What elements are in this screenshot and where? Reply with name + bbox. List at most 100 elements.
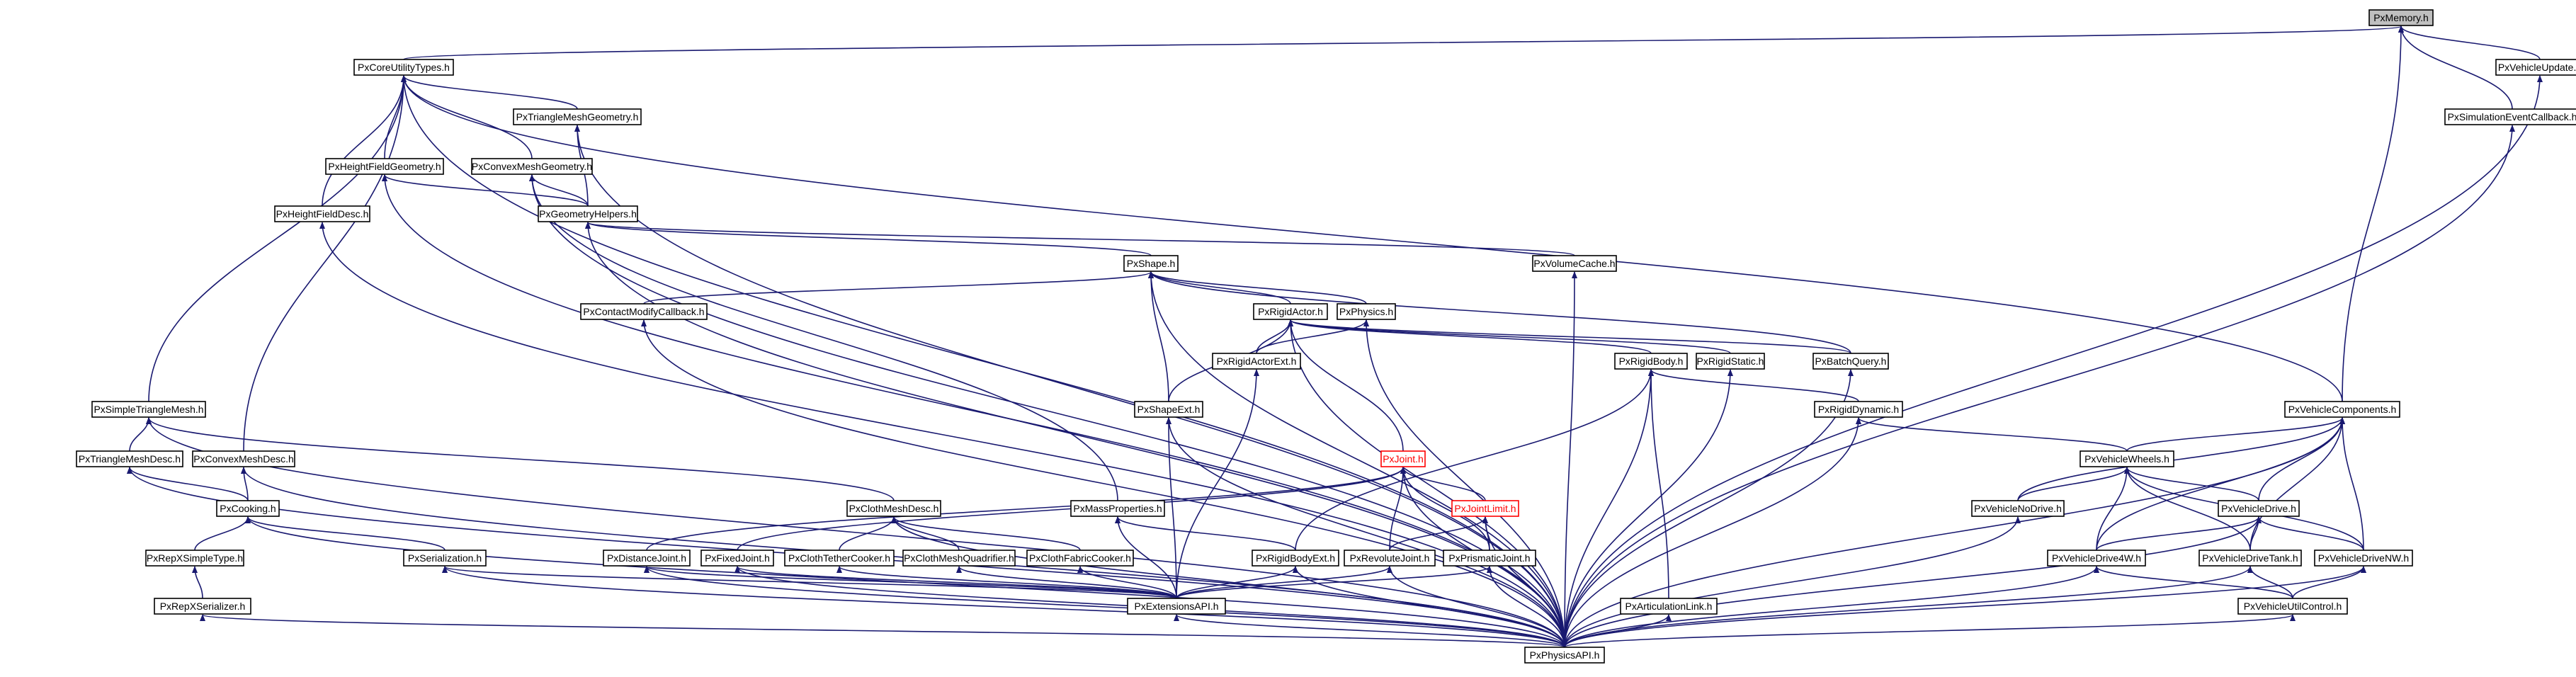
edge-PxRigidBodyExt-to-PxMassProperties [1115,516,1296,551]
node-PxConvexMeshDesc[interactable]: PxConvexMeshDesc.h [192,450,295,467]
edge-PxPhysicsAPI-to-PxClothMeshDesc [891,516,1565,648]
node-PxVehicleDriveNW[interactable]: PxVehicleDriveNW.h [2314,550,2413,567]
edge-PxVolumeCache-to-PxGeometryHelpers [585,222,1575,256]
node-PxFixedJoint[interactable]: PxFixedJoint.h [700,550,774,567]
node-PxRigidStatic[interactable]: PxRigidStatic.h [1696,353,1765,370]
node-PxArticulationLink[interactable]: PxArticulationLink.h [1620,598,1718,615]
node-PxJointLimit[interactable]: PxJointLimit.h [1451,500,1519,517]
node-PxTriangleMeshGeometry[interactable]: PxTriangleMeshGeometry.h [513,108,642,125]
node-PxCooking[interactable]: PxCooking.h [216,500,280,517]
node-label: PxPrismaticJoint.h [1448,552,1530,564]
node-PxMemory[interactable]: PxMemory.h [2368,9,2434,26]
node-PxGeometryHelpers[interactable]: PxGeometryHelpers.h [538,205,638,222]
node-PxShapeExt[interactable]: PxShapeExt.h [1134,401,1203,418]
edge-PxClothTetherCooker-to-PxClothMeshDesc [839,516,897,551]
node-box [902,550,1016,567]
edge-PxExtensionsAPI-to-PxFixedJoint [734,566,1177,599]
node-label: PxSerialization.h [408,552,482,564]
edge-PxPhysicsAPI-to-PxPrismaticJoint [1487,566,1565,648]
node-PxRigidBody[interactable]: PxRigidBody.h [1614,353,1688,370]
edge-PxExtensionsAPI-to-PxRevoluteJoint [1176,566,1392,599]
edge-PxSerialization-to-PxCooking [245,516,446,551]
node-PxPrismaticJoint[interactable]: PxPrismaticJoint.h [1443,550,1536,567]
node-PxRevoluteJoint[interactable]: PxRevoluteJoint.h [1344,550,1436,567]
node-PxRepXSimpleType[interactable]: PxRepXSimpleType.h [145,550,244,567]
node-label: PxRigidActorExt.h [1217,355,1297,367]
node-label: PxHeightFieldDesc.h [276,208,369,220]
edge-PxTriangleMeshGeometry-to-PxCoreUtilityTypes [401,75,578,110]
node-PxDistanceJoint[interactable]: PxDistanceJoint.h [603,550,691,567]
node-PxBatchQuery[interactable]: PxBatchQuery.h [1812,353,1889,370]
node-PxTriangleMeshDesc[interactable]: PxTriangleMeshDesc.h [76,450,183,467]
node-PxClothFabricCooker[interactable]: PxClothFabricCooker.h [1026,550,1134,567]
node-label: PxVolumeCache.h [1533,258,1615,269]
node-label: PxRigidActor.h [1258,306,1323,317]
node-box [145,550,244,567]
node-label: PxVehicleDriveNW.h [2318,552,2409,564]
edge-PxPhysicsAPI-to-PxDistanceJoint [644,566,1565,648]
node-box [91,401,206,418]
node-PxPhysics[interactable]: PxPhysics.h [1337,303,1396,320]
edge-PxTriangleMeshDesc-to-PxSimpleTriangleMesh [129,417,152,452]
edge-PxRigidActorExt-to-PxPhysics [1256,319,1369,354]
edge-PxVehicleWheels-to-PxRigidDynamic [1856,417,2128,452]
edge-PxRigidActor-to-PxShape [1148,271,1291,305]
node-PxConvexMeshGeometry[interactable]: PxConvexMeshGeometry.h [471,158,593,175]
node-PxSimulationEventCallback[interactable]: PxSimulationEventCallback.h [2444,108,2576,125]
node-label: PxVehicleWheels.h [2084,453,2169,465]
node-PxSimpleTriangleMesh[interactable]: PxSimpleTriangleMesh.h [91,401,206,418]
node-label: PxShapeExt.h [1137,404,1201,415]
node-PxShape[interactable]: PxShape.h [1123,255,1179,272]
node-PxVehicleUpdate[interactable]: PxVehicleUpdate.h [2495,59,2576,76]
node-label: PxRigidBodyExt.h [1256,552,1335,564]
node-PxRigidBodyExt[interactable]: PxRigidBodyExt.h [1252,550,1339,567]
node-box [1026,550,1134,567]
edge-PxPhysicsAPI-to-PxSimulationEventCallback [1564,125,2515,648]
node-label: PxTriangleMeshGeometry.h [516,111,639,123]
node-PxVolumeCache[interactable]: PxVolumeCache.h [1532,255,1617,272]
node-PxVehicleDrive4W[interactable]: PxVehicleDrive4W.h [2047,550,2146,567]
edge-PxPhysicsAPI-to-PxVehicleNoDrive [1564,516,2021,648]
node-PxVehicleUtilControl[interactable]: PxVehicleUtilControl.h [2237,598,2348,615]
edge-PxPhysics-to-PxShape [1148,271,1367,305]
node-PxVehicleNoDrive[interactable]: PxVehicleNoDrive.h [1971,500,2065,517]
edge-PxPhysicsAPI-to-PxArticulationLink [1564,614,1672,648]
node-PxCoreUtilityTypes[interactable]: PxCoreUtilityTypes.h [353,59,454,76]
node-PxClothMeshQuadrifier[interactable]: PxClothMeshQuadrifier.h [902,550,1016,567]
node-PxHeightFieldDesc[interactable]: PxHeightFieldDesc.h [274,205,370,222]
edge-PxJoint-to-PxRigidActor [1288,319,1404,452]
node-PxVehicleComponents[interactable]: PxVehicleComponents.h [2284,401,2400,418]
node-PxVehicleDriveTank[interactable]: PxVehicleDriveTank.h [2198,550,2302,567]
node-PxExtensionsAPI[interactable]: PxExtensionsAPI.h [1127,598,1226,615]
node-PxSerialization[interactable]: PxSerialization.h [403,550,487,567]
node-PxVehicleWheels[interactable]: PxVehicleWheels.h [2079,450,2174,467]
node-PxJoint[interactable]: PxJoint.h [1380,450,1426,467]
edge-PxVehicleDrive-to-PxVehicleWheels [2124,467,2259,501]
node-PxRigidActorExt[interactable]: PxRigidActorExt.h [1212,353,1301,370]
edge-PxExtensionsAPI-to-PxClothTetherCooker [836,566,1177,599]
node-box [2444,108,2576,125]
node-PxMassProperties[interactable]: PxMassProperties.h [1070,500,1165,517]
node-PxContactModifyCallback[interactable]: PxContactModifyCallback.h [580,303,708,320]
node-PxRigidDynamic[interactable]: PxRigidDynamic.h [1814,401,1903,418]
node-label: PxSimulationEventCallback.h [2448,111,2576,123]
node-label: PxBatchQuery.h [1815,355,1887,367]
node-PxRigidActor[interactable]: PxRigidActor.h [1253,303,1328,320]
node-PxVehicleDrive[interactable]: PxVehicleDrive.h [2218,500,2300,517]
node-PxHeightFieldGeometry[interactable]: PxHeightFieldGeometry.h [325,158,444,175]
edge-PxJointLimit-to-PxJoint [1400,467,1486,501]
node-PxPhysicsAPI[interactable]: PxPhysicsAPI.h [1524,647,1605,664]
node-PxClothTetherCooker[interactable]: PxClothTetherCooker.h [784,550,895,567]
node-box [1620,598,1718,615]
edge-PxRigidDynamic-to-PxRigidBody [1648,369,1859,402]
edge-PxPhysicsAPI-to-PxVehicleDrive4W [1564,566,2099,648]
edge-PxBatchQuery-to-PxRigidActor [1288,319,1851,354]
edge-PxPhysicsAPI-to-PxRevoluteJoint [1387,566,1565,648]
node-PxRepXSerializer[interactable]: PxRepXSerializer.h [154,598,251,615]
node-PxClothMeshDesc[interactable]: PxClothMeshDesc.h [846,500,941,517]
edge-PxVehicleComponents-to-PxMemory [2342,25,2404,402]
edge-PxRepXSimpleType-to-PxCooking [194,516,251,551]
node-label: PxVehicleDrive.h [2221,503,2296,514]
edge-PxPhysicsAPI-to-PxRigidActor [1288,319,1565,648]
